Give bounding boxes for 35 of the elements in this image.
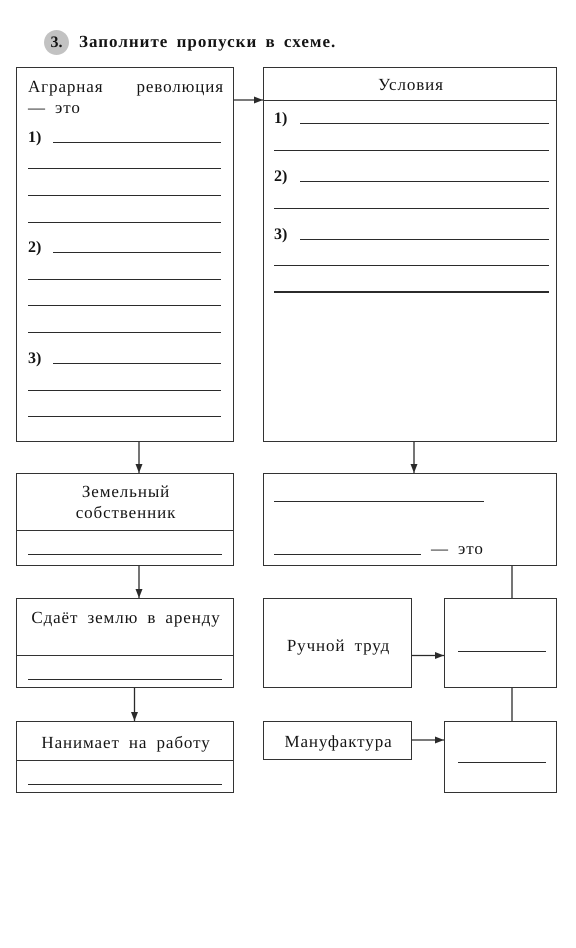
empty-box bbox=[444, 721, 557, 793]
flow-box bbox=[263, 721, 412, 760]
box-text: — это bbox=[431, 538, 485, 559]
arrow bbox=[412, 652, 444, 659]
box-text: Нанимает на работу bbox=[40, 732, 212, 753]
title: Заполните пропуски в схеме. bbox=[79, 31, 336, 53]
item-number: 1) bbox=[28, 129, 42, 147]
item-number: 2) bbox=[28, 239, 42, 257]
item-number: 1) bbox=[274, 110, 288, 128]
flow-box bbox=[263, 598, 412, 688]
box-text: Сдаёт землю в аренду bbox=[30, 607, 222, 628]
arrow bbox=[410, 442, 418, 473]
flow-box bbox=[16, 67, 234, 442]
box-heading: Условия bbox=[377, 74, 445, 95]
arrow bbox=[136, 566, 142, 598]
flow-box bbox=[263, 67, 557, 442]
flow-box bbox=[263, 473, 557, 566]
item-number: 3) bbox=[28, 350, 42, 368]
box-text: Ручной труд bbox=[286, 635, 392, 656]
item-number: 2) bbox=[274, 168, 288, 186]
arrow bbox=[136, 442, 142, 473]
arrow bbox=[131, 688, 138, 721]
box-text: Мануфактура bbox=[283, 731, 394, 752]
flow-box bbox=[16, 598, 234, 688]
task-number: 3. bbox=[44, 30, 69, 55]
box-text: Земельный собственник bbox=[74, 481, 178, 523]
arrow bbox=[412, 736, 444, 744]
connector-line bbox=[511, 688, 513, 721]
box-text: Аграрная революция — это bbox=[28, 76, 224, 118]
flow-box bbox=[16, 473, 234, 566]
empty-box bbox=[444, 598, 557, 688]
item-number: 3) bbox=[274, 226, 288, 244]
flow-box bbox=[16, 721, 234, 793]
arrow bbox=[234, 96, 263, 104]
connector-line bbox=[511, 566, 513, 598]
